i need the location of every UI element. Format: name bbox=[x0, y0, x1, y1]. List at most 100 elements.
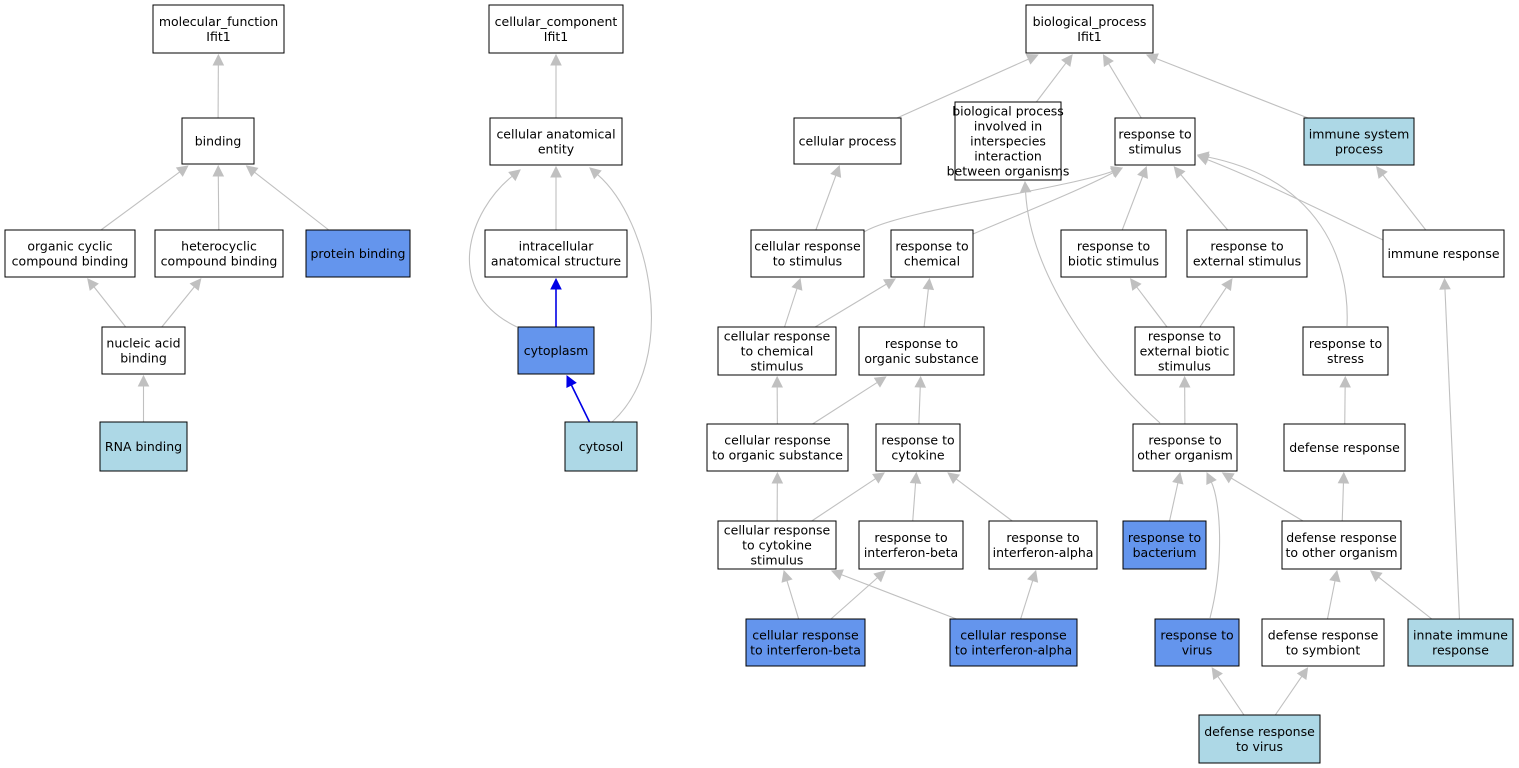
node-label-ias: intracellular bbox=[519, 239, 595, 254]
node-box-rstress bbox=[1302, 326, 1389, 376]
node-box-crib bbox=[745, 618, 866, 667]
node-label-bp: Ifit1 bbox=[1077, 29, 1101, 44]
node-label-nab: nucleic acid bbox=[106, 336, 180, 351]
edge-ir-to-isp bbox=[1376, 166, 1427, 231]
node-label-crcs: cellular response bbox=[724, 329, 831, 344]
node-label-ros: organic substance bbox=[864, 351, 979, 366]
node-label-cc: cellular_component bbox=[495, 14, 618, 29]
node-label-dr: defense response bbox=[1289, 440, 1400, 455]
edge-hcb-to-binding bbox=[212, 164, 225, 231]
edge-drv-to-drsym bbox=[1274, 667, 1309, 716]
edge-rstress-to-rts bbox=[1196, 151, 1348, 327]
node-box-ros bbox=[858, 326, 985, 376]
node-box-cae bbox=[489, 117, 623, 166]
node-box-crs bbox=[750, 229, 865, 278]
node-label-hcb: heterocyclic bbox=[181, 239, 257, 254]
node-box-hcb bbox=[154, 229, 284, 278]
node-label-ias: anatomical structure bbox=[491, 254, 621, 269]
node-box-res bbox=[1186, 229, 1308, 278]
node-label-cytosol: cytosol bbox=[579, 439, 623, 454]
edge-droo-to-dr bbox=[1337, 471, 1350, 522]
node-box-droo bbox=[1281, 520, 1402, 570]
edge-rbact-to-roo bbox=[1169, 471, 1184, 522]
node-label-binding: binding bbox=[195, 134, 242, 149]
node-label-cria: to interferon-alpha bbox=[955, 643, 1072, 658]
node-box-roo bbox=[1132, 423, 1238, 472]
node-label-rtc: chemical bbox=[904, 254, 960, 269]
node-label-rstress: response to bbox=[1309, 336, 1382, 351]
edge-pb-to-binding bbox=[245, 165, 330, 231]
node-label-rnab: RNA binding bbox=[105, 439, 182, 454]
node-label-roo: other organism bbox=[1137, 448, 1233, 463]
node-box-ias bbox=[484, 229, 628, 278]
node-box-mf bbox=[152, 4, 285, 54]
node-label-crib: to interferon-beta bbox=[750, 643, 861, 658]
node-label-rbact: bacterium bbox=[1133, 545, 1197, 560]
node-label-drv: to virus bbox=[1236, 739, 1283, 754]
node-label-iir: response bbox=[1432, 643, 1489, 658]
edge-cytosol-to-cyto bbox=[566, 374, 591, 423]
node-label-bpii: interspecies bbox=[970, 134, 1046, 149]
node-box-ir bbox=[1382, 229, 1505, 278]
edge-rvirus-to-roo bbox=[1206, 471, 1221, 619]
node-label-res: external stimulus bbox=[1193, 254, 1301, 269]
edge-isp-to-bp bbox=[1145, 53, 1309, 119]
edge-crs-to-cp bbox=[815, 164, 842, 231]
edge-cp-to-bp bbox=[896, 53, 1039, 119]
node-box-rvirus bbox=[1154, 618, 1240, 667]
node-box-ria bbox=[988, 520, 1098, 570]
edge-binding-to-mf bbox=[212, 53, 225, 119]
node-label-occb: organic cyclic bbox=[27, 239, 112, 254]
node-label-drv: defense response bbox=[1204, 724, 1315, 739]
node-label-pb: protein binding bbox=[310, 246, 405, 261]
edge-crcs-to-crs bbox=[783, 277, 803, 328]
node-label-rcyt: cytokine bbox=[891, 448, 944, 463]
edge-iir-to-ir bbox=[1439, 277, 1461, 620]
node-label-rib: response to bbox=[874, 530, 947, 545]
node-label-drsym: defense response bbox=[1268, 628, 1379, 643]
node-box-dr bbox=[1283, 423, 1406, 472]
edge-rbs-to-rts bbox=[1121, 165, 1148, 231]
node-box-nab bbox=[101, 326, 186, 375]
node-label-crib: cellular response bbox=[752, 628, 859, 643]
edge-ros-to-rtc bbox=[922, 277, 935, 328]
node-label-cc: Ifit1 bbox=[544, 29, 568, 44]
node-label-roo: response to bbox=[1148, 433, 1221, 448]
node-box-rbs bbox=[1060, 229, 1167, 278]
edge-ria-to-rcyt bbox=[947, 472, 1013, 522]
node-label-rebs: stimulus bbox=[1158, 359, 1211, 374]
edge-bpii-to-bp bbox=[1035, 54, 1073, 103]
node-label-rvirus: virus bbox=[1182, 643, 1212, 658]
node-label-bpii: between organisms bbox=[947, 164, 1070, 179]
node-label-crcys: stimulus bbox=[751, 553, 804, 568]
node-label-ria: interferon-alpha bbox=[993, 545, 1094, 560]
edge-cros-to-crcs bbox=[771, 375, 783, 425]
edge-cae-to-cc bbox=[550, 53, 562, 118]
edge-rnab-to-nab bbox=[137, 374, 150, 422]
node-cytosol: cytosol bbox=[564, 421, 638, 472]
node-binding: binding bbox=[181, 117, 255, 165]
node-box-cp bbox=[793, 117, 902, 165]
node-box-iir bbox=[1407, 618, 1514, 667]
edge-res-to-rts bbox=[1173, 166, 1229, 231]
node-label-ria: response to bbox=[1006, 530, 1079, 545]
node-label-rts: response to bbox=[1118, 127, 1191, 142]
node-box-isp bbox=[1303, 117, 1415, 166]
node-box-rtc bbox=[890, 229, 974, 278]
node-label-crcs: stimulus bbox=[751, 359, 804, 374]
